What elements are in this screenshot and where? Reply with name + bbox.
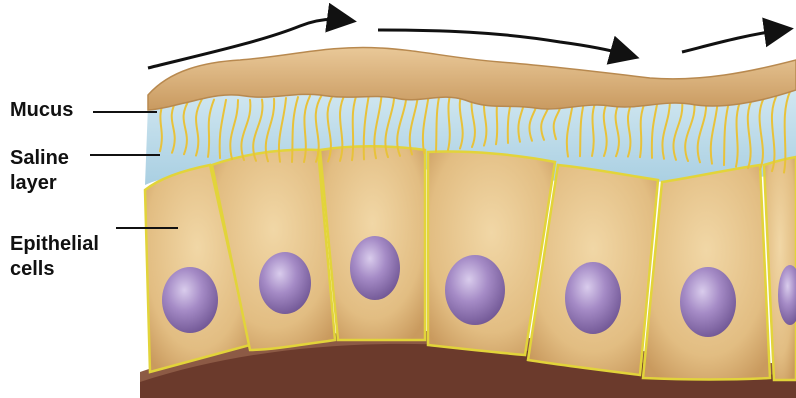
cell-nucleus <box>259 252 311 314</box>
flow-arrow-icon <box>682 30 782 52</box>
label-mucus: Mucus <box>10 98 73 123</box>
cell-nucleus <box>680 267 736 337</box>
cell-nucleus <box>162 267 218 333</box>
cell-nucleus <box>565 262 621 334</box>
cell-nucleus <box>350 236 400 300</box>
cell-nucleus <box>445 255 505 325</box>
label-saline-layer: Saline layer <box>10 146 69 196</box>
label-epithelial-cells: Epithelial cells <box>10 232 99 282</box>
